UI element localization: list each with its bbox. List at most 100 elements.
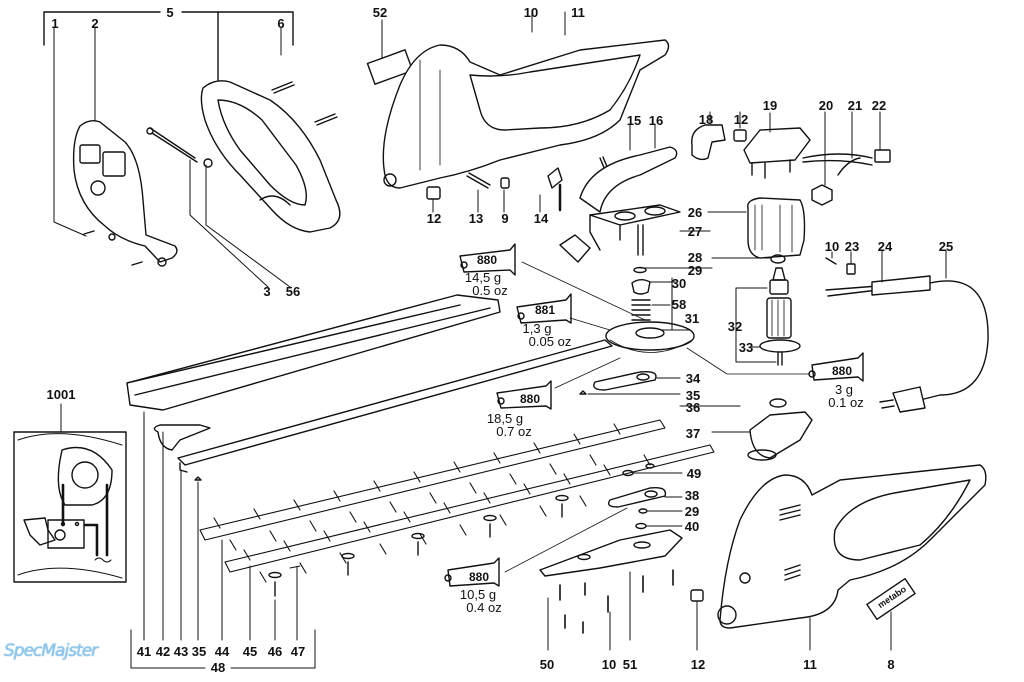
- spacer-part-40: [635, 522, 647, 530]
- part-label-16: 16: [648, 113, 664, 128]
- clip-part-23: [846, 263, 856, 275]
- part-label-30: 30: [671, 276, 687, 291]
- part-label-10-bottom: 10: [601, 657, 617, 672]
- grease-tube-5-product: 880: [468, 570, 490, 584]
- part-label-12-a: 12: [426, 211, 442, 226]
- part-label-18: 18: [698, 112, 714, 127]
- part-label-10-right: 10: [824, 239, 840, 254]
- grease-tube-2-metric: 1,3 g: [522, 321, 552, 336]
- screws-parts-50-10: [559, 569, 674, 634]
- part-18: [691, 124, 726, 161]
- bolt-part-3: [146, 127, 198, 163]
- brand-plate-part-8: [866, 577, 916, 621]
- part-label-10-top: 10: [523, 5, 539, 20]
- part-label-8: 8: [887, 657, 895, 672]
- rivet-part-35: [579, 390, 587, 395]
- part-label-20: 20: [818, 98, 834, 113]
- nut-part-30: [631, 279, 651, 295]
- part-label-47: 47: [290, 644, 306, 659]
- part-label-28: 28: [687, 250, 703, 265]
- part-label-29-b: 29: [684, 504, 700, 519]
- part-label-35-a: 35: [685, 388, 701, 403]
- housing-half-part-11-bottom: [717, 464, 987, 629]
- guide-rail-part-43: [177, 339, 613, 473]
- bearing-part-28: [770, 254, 786, 264]
- grease-tube-5-imperial: 0.4 oz: [466, 600, 502, 615]
- part-label-42: 42: [155, 644, 171, 659]
- washer-part-56: [203, 158, 213, 168]
- bearing-part-36: [769, 398, 787, 408]
- part-label-50: 50: [539, 657, 555, 672]
- grease-tube-2: [516, 293, 611, 331]
- cutter-blades-part-44-45: [199, 419, 715, 583]
- part-label-2: 2: [91, 16, 99, 31]
- part-label-44: 44: [214, 644, 230, 659]
- part-label-49: 49: [686, 466, 702, 481]
- part-label-19: 19: [762, 98, 778, 113]
- grease-tube-4-imperial: 0.1 oz: [828, 395, 864, 410]
- leader-lines-front-handle: [53, 27, 291, 288]
- part-label-25: 25: [938, 239, 954, 254]
- part-label-23: 23: [844, 239, 860, 254]
- wiring-diagram-part-1001: [13, 403, 127, 583]
- link-part-38: [607, 486, 667, 508]
- armature-part-32: [759, 267, 801, 366]
- part-label-11-top: 11: [571, 5, 585, 20]
- link-part-34: [593, 370, 657, 391]
- part-label-31: 31: [684, 311, 700, 326]
- grease-tube-2-imperial: 0.05 oz: [528, 334, 572, 349]
- grease-tube-2-product: 881: [534, 303, 556, 317]
- part-label-6: 6: [277, 16, 285, 31]
- grease-tube-4-product: 880: [831, 364, 853, 378]
- gear-plate-part-51: [539, 529, 683, 577]
- trigger-part-16: [579, 146, 678, 213]
- part-label-1: 1: [51, 16, 59, 31]
- part-12-block-b: [733, 129, 747, 142]
- part-label-48: 48: [210, 660, 226, 675]
- grease-tube-1-imperial: 0.5 oz: [472, 283, 508, 298]
- part-label-5: 5: [166, 5, 174, 20]
- power-cord-part-25: [825, 275, 989, 413]
- grease-tube-1-product: 880: [476, 253, 498, 267]
- switch-part-20: [811, 184, 833, 206]
- label-plate-part-52: [366, 49, 414, 85]
- grease-tube-4-metric: 3 g: [834, 382, 854, 397]
- part-label-40: 40: [684, 519, 700, 534]
- bracket-group-48: [130, 411, 316, 669]
- pin-part-13: [466, 172, 491, 189]
- part-label-21: 21: [847, 98, 863, 113]
- part-label-38: 38: [684, 488, 700, 503]
- part-label-33: 33: [738, 340, 754, 355]
- part-label-13: 13: [468, 211, 484, 226]
- terminal-part-22: [874, 149, 891, 163]
- blade-guard-part-42: [153, 424, 211, 451]
- part-12-block-c: [690, 589, 704, 602]
- part-label-58: 58: [671, 297, 687, 312]
- spring-part-58: [631, 299, 651, 321]
- sleeve-part-9: [500, 177, 510, 189]
- watermark-logo: SpecMajster: [4, 641, 98, 661]
- stator-part-26: [747, 197, 806, 259]
- part-label-29-a: 29: [687, 263, 703, 278]
- grease-tube-5-metric: 10,5 g: [459, 587, 497, 602]
- part-label-34: 34: [685, 371, 701, 386]
- housing-half-part-11-top: [382, 39, 670, 189]
- cord-sleeve-part-24: [871, 275, 931, 296]
- front-handle-part-5: [200, 80, 341, 233]
- part-label-36: 36: [685, 400, 701, 415]
- grease-tube-3-product: 880: [519, 392, 541, 406]
- part-label-11-bottom: 11: [803, 657, 817, 672]
- part-label-46: 46: [267, 644, 283, 659]
- part-label-35-b: 35: [191, 644, 207, 659]
- part-label-43: 43: [173, 644, 189, 659]
- part-label-12-c: 12: [690, 657, 706, 672]
- lock-part-14: [547, 167, 563, 212]
- bracket-group-5: [43, 11, 294, 81]
- wires-part-21: [802, 153, 873, 176]
- washer-part-29: [633, 266, 647, 274]
- part-label-41: 41: [136, 644, 152, 659]
- part-label-9: 9: [501, 211, 509, 226]
- grease-tube-1-metric: 14,5 g: [464, 270, 502, 285]
- screw-part-10: [825, 257, 837, 265]
